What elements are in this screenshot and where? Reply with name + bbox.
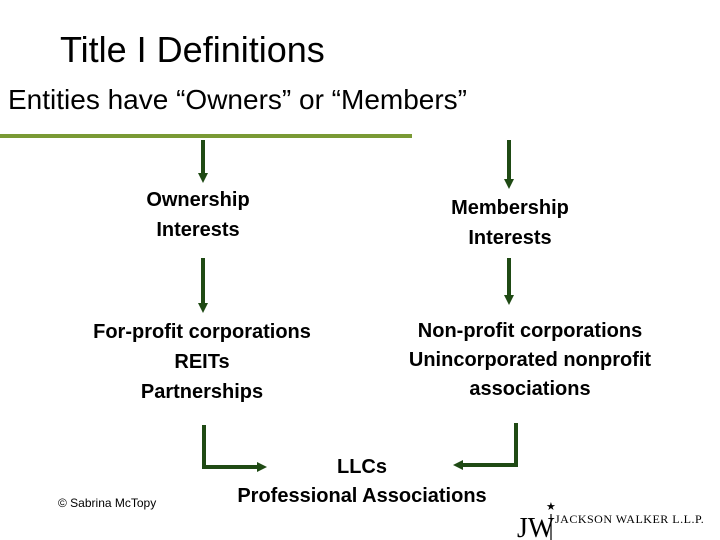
membership-line: Membership <box>451 197 569 219</box>
for-profit-line: For-profit corporations <box>93 321 311 343</box>
slide-title: Title I Definitions <box>60 29 325 70</box>
membership-interests-box: Membership Interests <box>430 193 590 253</box>
llc-line: Professional Associations <box>237 485 487 507</box>
llc-result-box: LLCs Professional Associations <box>212 453 512 511</box>
ownership-line: Interests <box>156 219 240 241</box>
arrow-nonprofit-to-llc <box>453 423 518 470</box>
arrow-forprofit-to-llc <box>202 425 267 472</box>
slide-subtitle: Entities have “Owners” or “Members” <box>8 84 468 115</box>
non-profit-line: associations <box>469 378 591 400</box>
subtitle-underline <box>0 134 412 138</box>
logo-star-icon: ★ <box>546 501 556 513</box>
logo-firm-name: JACKSON WALKER L.L.P. <box>555 512 705 526</box>
for-profit-entities-box: For-profit corporations REITs Partnershi… <box>70 317 334 407</box>
logo-monogram-icon: JW <box>517 513 555 540</box>
llc-line: LLCs <box>337 456 387 478</box>
membership-line: Interests <box>468 227 552 249</box>
jackson-walker-logo: ★ JW <box>517 501 556 540</box>
copyright-notice: © Sabrina McTopy <box>58 496 157 510</box>
non-profit-entities-box: Non-profit corporations Unincorporated n… <box>380 317 680 404</box>
non-profit-line: Non-profit corporations <box>417 320 643 342</box>
for-profit-line: Partnerships <box>140 381 264 403</box>
non-profit-line: Unincorporated nonprofit <box>408 349 652 371</box>
ownership-interests-box: Ownership Interests <box>118 185 278 245</box>
ownership-line: Ownership <box>146 189 250 211</box>
for-profit-line: REITs <box>174 351 230 373</box>
